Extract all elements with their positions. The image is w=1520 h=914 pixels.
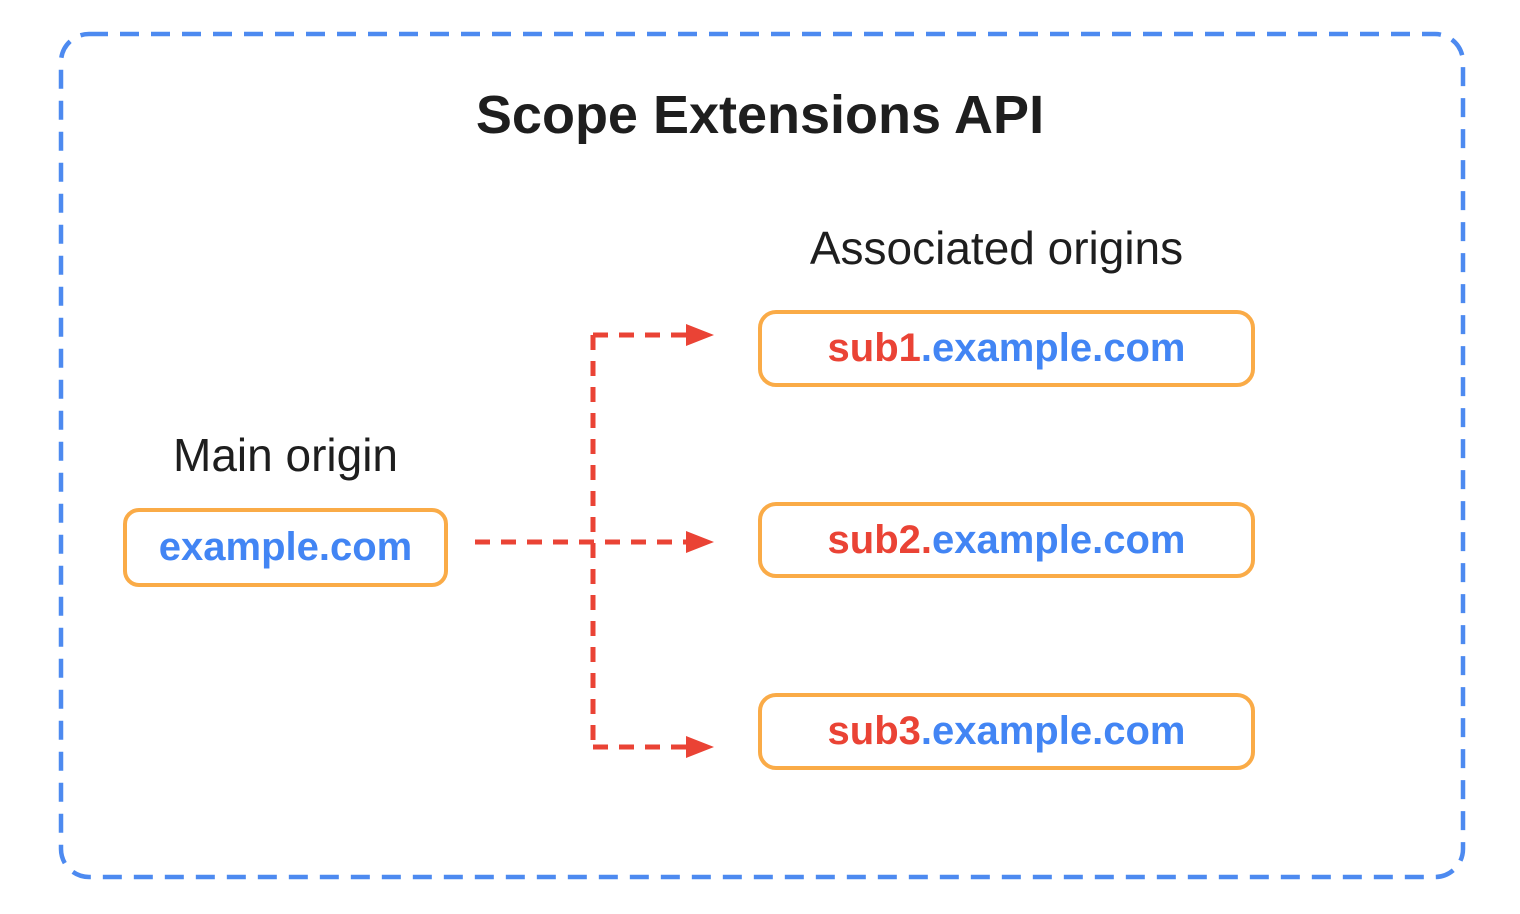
arrowhead-sub1-icon	[686, 324, 714, 346]
associated-origins-label: Associated origins	[809, 222, 1184, 274]
sub3-subdomain: sub3	[827, 709, 921, 753]
main-origin-box: example.com	[123, 508, 448, 587]
sub2-domain-rest: example.com	[932, 517, 1186, 562]
main-origin-domain: example.com	[158, 525, 413, 569]
main-origin-label: Main origin	[173, 429, 398, 481]
sub3-domain-rest: .example.com	[920, 709, 1186, 753]
associated-origin-box-sub1: sub1.example.com	[758, 310, 1255, 387]
diagram-title: Scope Extensions API	[475, 85, 1045, 145]
sub2-subdomain: sub2.	[827, 517, 932, 562]
associated-origin-box-sub3: sub3.example.com	[758, 693, 1255, 770]
arrowhead-sub3-icon	[686, 736, 714, 758]
sub1-domain-rest: .example.com	[920, 326, 1186, 370]
associated-origin-box-sub2: sub2.example.com	[758, 502, 1255, 578]
sub1-subdomain: sub1	[827, 326, 921, 370]
arrowhead-sub2-icon	[686, 531, 714, 553]
